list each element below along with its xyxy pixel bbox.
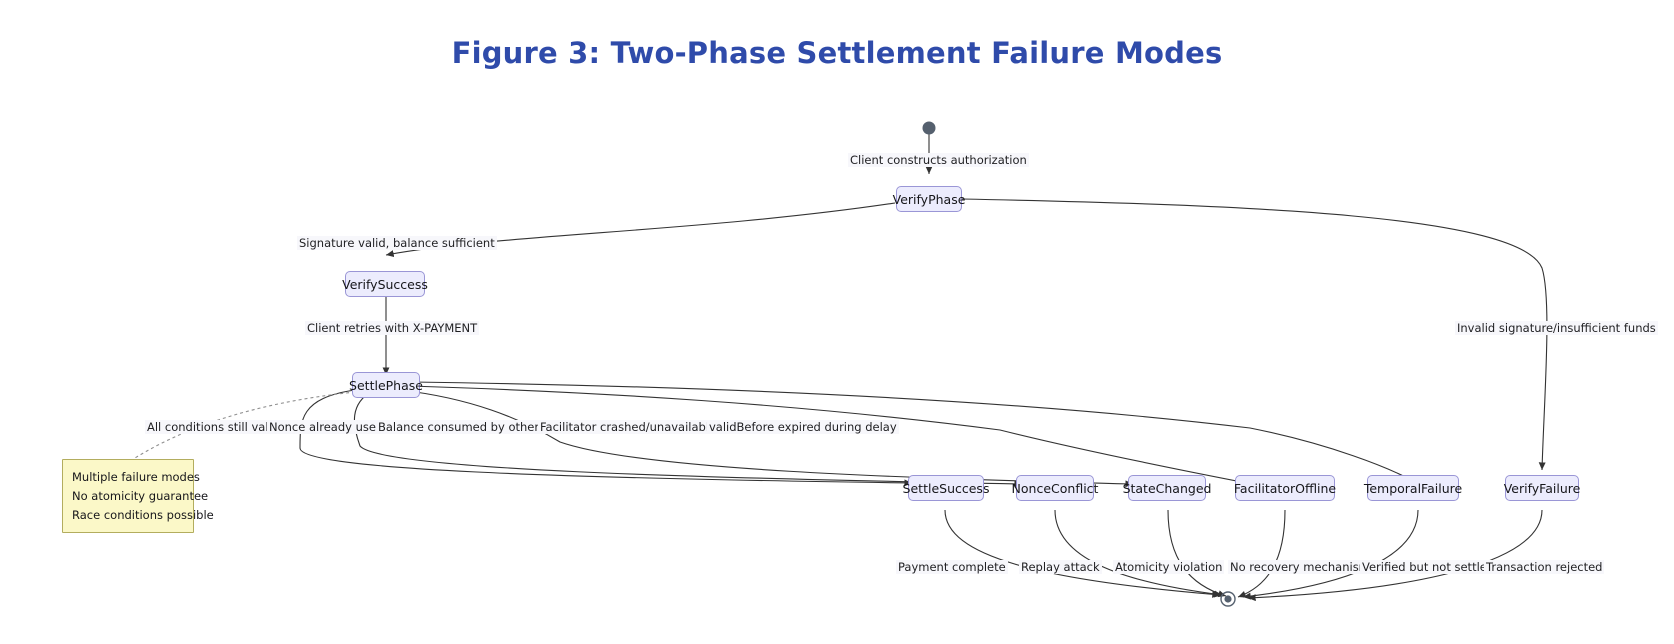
figure-title: Figure 3: Two-Phase Settlement Failure M… [451,36,1223,70]
note-box-settlephase: Multiple failure modes No atomicity guar… [62,459,214,533]
edge-label-no-recovery-mechanism: No recovery mechanism [1228,560,1372,574]
state-node-verifyphase[interactable]: VerifyPhase [893,186,965,212]
edge-label-client-constructs-authorization: Client constructs authorization [848,153,1029,167]
state-node-temporalfailure[interactable]: TemporalFailure [1364,475,1462,501]
edge-label-all-conditions-still-valid: All conditions still valid [145,420,282,434]
state-node-settlesuccess[interactable]: SettleSuccess [903,475,989,501]
end-state-inner-dot [1224,595,1232,603]
edge-label-facilitator-crashed: Facilitator crashed/unavailable [538,420,719,434]
edge-facilitatoroffline-to-end [1237,509,1286,598]
state-node-statechanged[interactable]: StateChanged [1123,475,1211,501]
edge-label-balance-consumed: Balance consumed by other tx [376,420,557,434]
edge-label-atomicity-violation: Atomicity violation [1113,560,1225,574]
edge-label-replay-attack: Replay attack [1019,560,1102,574]
edge-nonceconflict-to-end [1054,509,1223,598]
note-line-2: No atomicity guarantee [72,489,209,503]
edge-label-nonce-already-used: Nonce already used [267,420,386,434]
edge-settlephase-to-temporalfailure [411,381,1416,483]
state-node-nonceconflict[interactable]: NonceConflict [1012,475,1098,501]
edge-label-signature-valid: Signature valid, balance sufficient [297,236,497,250]
edge-settlephase-to-settlesuccess [299,389,913,487]
edge-label-invalid-signature: Invalid signature/insufficient funds [1455,321,1658,335]
note-line-3: Race conditions possible [72,508,214,522]
edge-settlephase-to-facilitatoroffline [409,385,1248,485]
end-state-outer-ring [1220,591,1236,607]
edge-settlephase-to-statechanged [399,389,1134,488]
edge-label-client-retries: Client retries with X-PAYMENT [305,321,480,335]
edge-temporalfailure-to-end [1242,509,1419,600]
note-line-1: Multiple failure modes [72,470,200,484]
state-node-facilitatoroffline[interactable]: FacilitatorOffline [1234,475,1336,501]
edge-note-connector [134,391,356,459]
edge-label-validbefore-expired: validBefore expired during delay [707,420,899,434]
edge-label-payment-complete: Payment complete [896,560,1008,574]
edge-verifyphase-to-verifyfailure [961,198,1548,471]
edge-label-transaction-rejected: Transaction rejected [1484,560,1605,574]
edge-settlesuccess-to-end [944,509,1221,598]
edge-label-verified-but-not-settled: Verified but not settled [1360,560,1497,574]
edge-settlephase-to-nonceconflict [353,390,1023,488]
state-node-verifyfailure[interactable]: VerifyFailure [1504,475,1580,501]
state-node-verifysuccess[interactable]: VerifySuccess [342,271,428,297]
edge-statechanged-to-end [1167,509,1227,598]
start-state-circle [922,121,936,135]
state-node-settlephase[interactable]: SettlePhase [349,372,423,398]
edge-verifyfailure-to-end [1247,509,1543,602]
